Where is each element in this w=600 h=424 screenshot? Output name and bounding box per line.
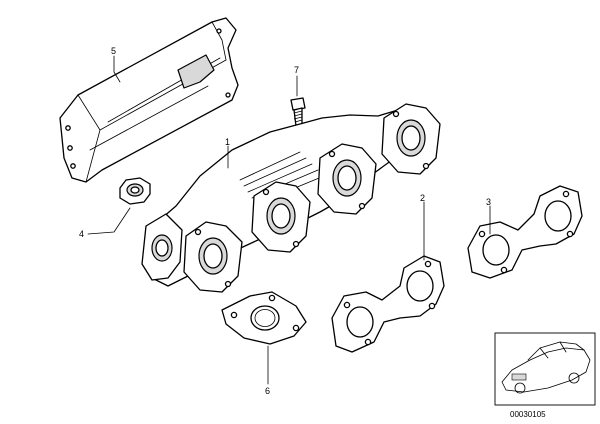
gasket-3 [467, 185, 583, 279]
part-label-2: 2 [420, 193, 425, 203]
part-label-6: 6 [265, 386, 270, 396]
leader-lines [87, 55, 491, 385]
gasket-6 [221, 291, 307, 345]
stud-bolt [290, 97, 306, 127]
nut [119, 177, 151, 205]
part-label-4: 4 [79, 229, 84, 239]
diagram-id: 00030105 [510, 410, 546, 419]
vehicle-thumbnail [494, 332, 596, 406]
part-label-5: 5 [111, 46, 116, 56]
part-label-3: 3 [486, 197, 491, 207]
part-labels: 5 7 1 4 2 3 6 [79, 46, 491, 396]
part-label-7: 7 [294, 65, 299, 75]
part-label-1: 1 [225, 137, 230, 147]
exhaust-manifold [141, 103, 441, 293]
heat-shield [59, 17, 239, 183]
gasket-2 [331, 255, 445, 353]
